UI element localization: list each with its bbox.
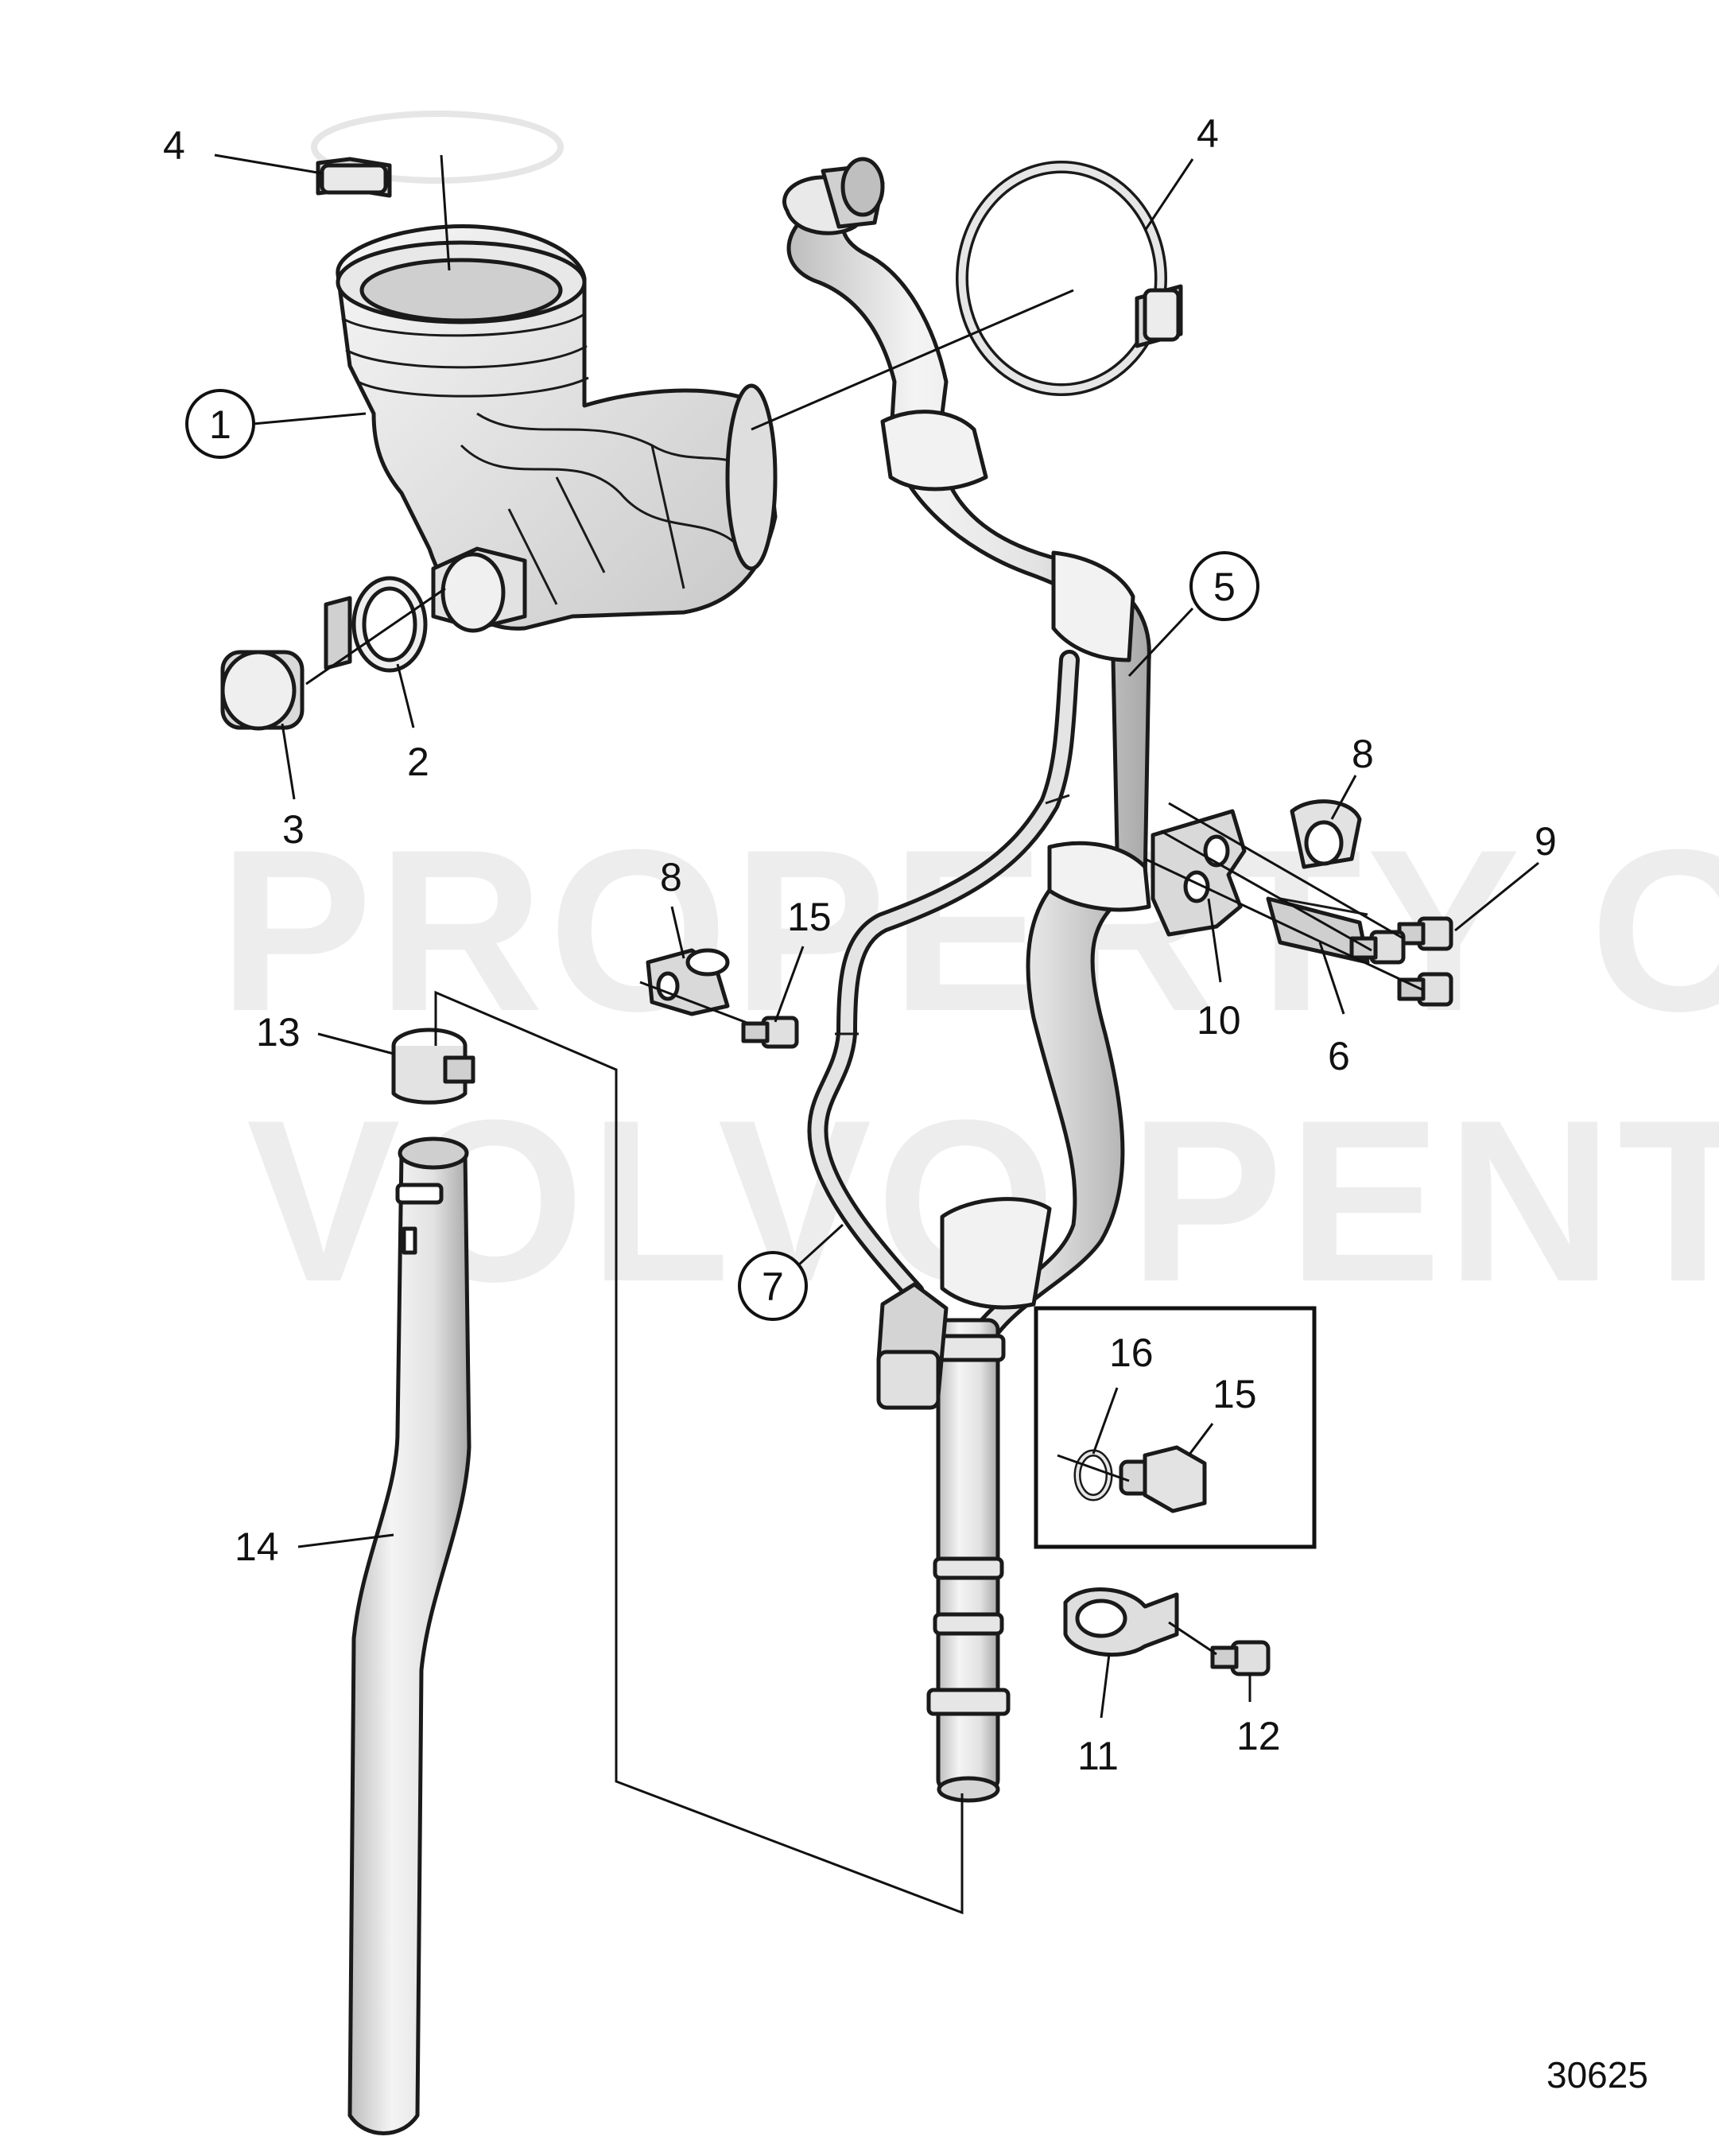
callout-5: 5 <box>1213 565 1236 609</box>
bolt-9-middle <box>1349 930 1406 965</box>
callout-4-top-left: 4 <box>163 123 185 168</box>
inset-box <box>1034 1306 1317 1549</box>
watermark-line-1: PROPERTY OF <box>219 802 1719 1059</box>
bolt-15-middle <box>741 1016 799 1049</box>
callout-4-top-right: 4 <box>1197 111 1219 156</box>
callout-circle-5 <box>1189 551 1259 621</box>
bolt-9-upper <box>1397 916 1453 951</box>
callout-11: 11 <box>1077 1734 1119 1778</box>
callout-10: 10 <box>1197 998 1241 1043</box>
small-hose-clamp <box>324 576 428 673</box>
callout-15-inset: 15 <box>1213 1372 1257 1416</box>
callout-9: 9 <box>1535 819 1557 864</box>
end-cap <box>220 650 305 731</box>
long-pipe-14 <box>347 1136 471 2135</box>
hose-clamp-top-left <box>311 111 564 198</box>
callout-8-right: 8 <box>1352 732 1374 776</box>
breather-hose <box>782 157 1151 1803</box>
callout-7: 7 <box>762 1264 784 1309</box>
callout-circle-7 <box>738 1251 808 1321</box>
bolt-12 <box>1168 1621 1271 1676</box>
callout-8-middle: 8 <box>660 855 682 899</box>
hose-clamp-top-right <box>956 161 1183 396</box>
callout-3: 3 <box>282 807 305 852</box>
callout-1: 1 <box>209 402 231 447</box>
hose-clip-13 <box>391 1027 475 1105</box>
p-clamp-11 <box>1063 1587 1179 1657</box>
callout-13: 13 <box>256 1010 301 1055</box>
callout-16: 16 <box>1109 1331 1154 1375</box>
clip-8-middle <box>639 948 756 1027</box>
callout-14: 14 <box>235 1525 279 1569</box>
callout-2: 2 <box>407 740 429 784</box>
bolt-9-lower <box>1397 972 1453 1007</box>
small-breather-tube <box>807 650 1080 1410</box>
bracket-assembly <box>1144 799 1453 1007</box>
figure-number: 30625 <box>1546 2054 1648 2096</box>
callout-6: 6 <box>1328 1034 1350 1078</box>
air-intake-elbow <box>336 223 778 633</box>
callout-12: 12 <box>1236 1714 1281 1758</box>
callout-circle-1 <box>185 389 255 459</box>
callout-15-middle: 15 <box>787 895 832 939</box>
